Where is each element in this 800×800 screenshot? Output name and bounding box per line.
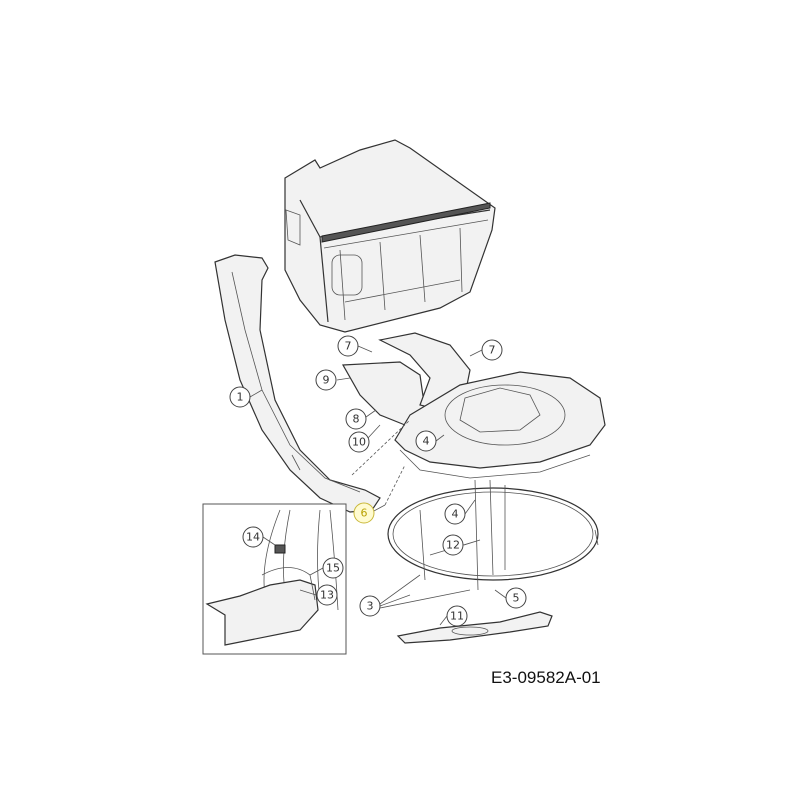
svg-text:1: 1 xyxy=(237,391,244,404)
svg-text:15: 15 xyxy=(326,562,340,575)
callout-3[interactable]: 3 xyxy=(359,595,381,617)
callout-7-left[interactable]: 7 xyxy=(337,335,359,357)
mower-deck xyxy=(394,371,606,479)
skirt-ring xyxy=(387,479,599,591)
svg-text:11: 11 xyxy=(450,610,464,623)
callout-6-highlighted[interactable]: 6 xyxy=(353,502,375,524)
callout-13[interactable]: 13 xyxy=(316,584,338,606)
svg-text:12: 12 xyxy=(446,539,460,552)
callout-15[interactable]: 15 xyxy=(322,557,344,579)
callout-1[interactable]: 1 xyxy=(229,386,251,408)
grass-catcher-bag xyxy=(284,139,496,333)
detail-inset xyxy=(202,503,347,655)
callout-12[interactable]: 12 xyxy=(442,534,464,556)
svg-text:4: 4 xyxy=(423,435,430,448)
callout-14[interactable]: 14 xyxy=(242,526,264,548)
leader-lines xyxy=(249,345,507,626)
callout-9[interactable]: 9 xyxy=(315,369,337,391)
document-number: E3-09582A-01 xyxy=(491,668,601,687)
callout-4-lower[interactable]: 4 xyxy=(444,503,466,525)
svg-text:14: 14 xyxy=(246,531,260,544)
svg-text:8: 8 xyxy=(353,413,360,426)
svg-text:7: 7 xyxy=(345,340,352,353)
svg-text:4: 4 xyxy=(452,508,459,521)
callout-11[interactable]: 11 xyxy=(446,605,468,627)
svg-text:7: 7 xyxy=(489,344,496,357)
callout-5[interactable]: 5 xyxy=(505,587,527,609)
callout-7-right[interactable]: 7 xyxy=(481,339,503,361)
svg-text:5: 5 xyxy=(513,592,520,605)
callout-4-upper[interactable]: 4 xyxy=(415,430,437,452)
callout-8[interactable]: 8 xyxy=(345,408,367,430)
svg-text:13: 13 xyxy=(320,589,334,602)
callout-10[interactable]: 10 xyxy=(348,431,370,453)
discharge-chute xyxy=(214,254,381,513)
svg-text:10: 10 xyxy=(352,436,366,449)
mower-blade xyxy=(396,611,553,644)
svg-text:6: 6 xyxy=(361,507,368,520)
svg-text:9: 9 xyxy=(323,374,330,387)
svg-text:3: 3 xyxy=(367,600,374,613)
